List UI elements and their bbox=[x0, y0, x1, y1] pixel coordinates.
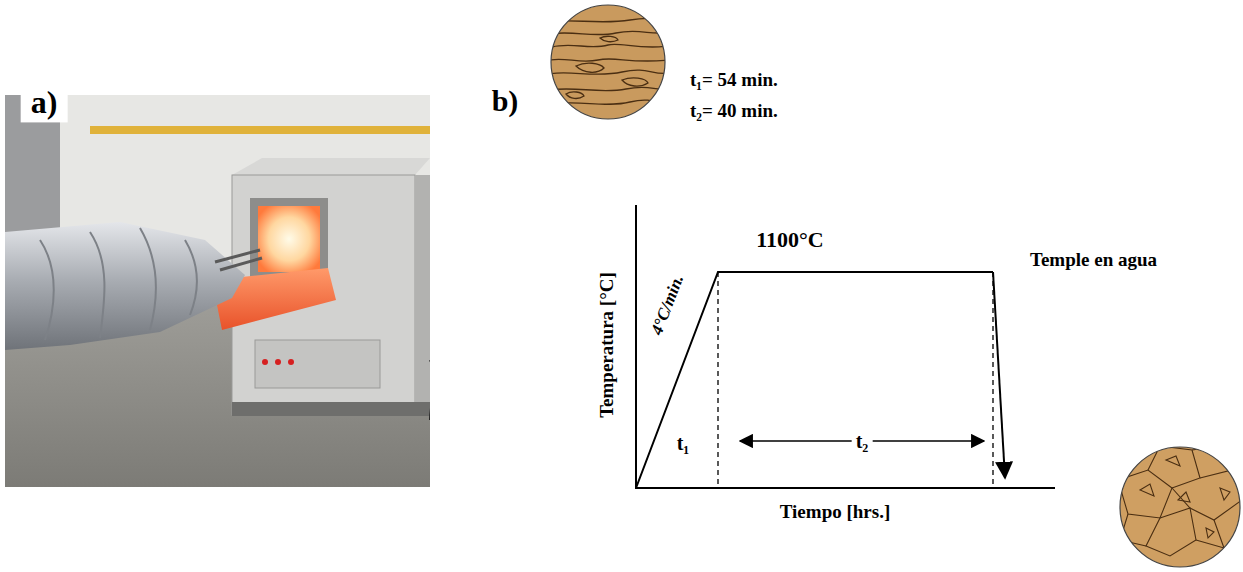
grain-boundaries bbox=[1120, 514, 1146, 546]
furnace-photo bbox=[5, 95, 430, 487]
time-symbol: t₁ bbox=[677, 432, 690, 454]
micrograph-rim bbox=[551, 5, 665, 119]
quench-label: Temple en agua bbox=[1030, 250, 1157, 271]
grain-boundaries bbox=[1196, 520, 1224, 548]
grain-boundaries bbox=[1140, 484, 1154, 496]
time-note: t₁= 54 min. bbox=[690, 70, 778, 91]
grain-boundaries bbox=[552, 44, 668, 47]
grain-boundaries bbox=[566, 92, 584, 99]
micrograph-laminar bbox=[548, 5, 670, 119]
furnace-chamber bbox=[258, 206, 320, 272]
grain-boundaries bbox=[1118, 446, 1242, 556]
grain-boundaries bbox=[576, 63, 604, 72]
grain-boundaries bbox=[548, 18, 670, 104]
time-note: t₂= 40 min. bbox=[690, 101, 778, 122]
grain-boundaries bbox=[1166, 456, 1180, 466]
micrograph-ground bbox=[1120, 447, 1240, 567]
tongs bbox=[215, 250, 262, 270]
furnace-side bbox=[415, 175, 430, 415]
grain-boundaries bbox=[548, 18, 670, 22]
quench-arrow bbox=[993, 272, 1005, 478]
panel-letter: b) bbox=[492, 84, 519, 117]
control-panel bbox=[255, 340, 380, 388]
axis-title: Temperatura [°C] bbox=[597, 272, 618, 418]
indicator bbox=[275, 359, 281, 365]
grain-boundaries bbox=[1220, 488, 1230, 500]
grain-boundaries bbox=[600, 36, 618, 41]
grain-boundaries bbox=[1206, 528, 1214, 538]
furnace-top bbox=[232, 158, 430, 175]
grain-boundaries bbox=[1118, 470, 1172, 518]
cycle-curve bbox=[636, 272, 993, 488]
y-axis bbox=[635, 205, 637, 489]
glove-arm bbox=[5, 222, 245, 350]
thermal-cycle bbox=[635, 205, 1055, 489]
grain-boundaries bbox=[550, 87, 670, 90]
indicator bbox=[262, 359, 268, 365]
axis-title: Tiempo [hrs.] bbox=[780, 502, 890, 523]
rate-label: 4°C/min. bbox=[648, 272, 688, 338]
grain-boundaries bbox=[548, 31, 670, 34]
grain-boundaries bbox=[550, 59, 668, 61]
grain-boundaries bbox=[1178, 492, 1190, 502]
time-symbol: t₂ bbox=[852, 430, 873, 452]
micrograph-equiaxed bbox=[1118, 446, 1242, 567]
grain-boundaries bbox=[622, 78, 648, 86]
furnace-frame bbox=[250, 198, 328, 278]
indicator bbox=[288, 359, 294, 365]
micrograph-rim bbox=[1120, 447, 1240, 567]
furnace-base bbox=[232, 402, 430, 416]
x-axis bbox=[635, 487, 1055, 489]
gas-pipe bbox=[90, 126, 430, 134]
dashed-guide bbox=[992, 272, 993, 488]
temperature-label: 1100°C bbox=[756, 228, 823, 252]
grain-boundaries bbox=[1172, 470, 1242, 520]
wall bbox=[5, 95, 430, 487]
grain-boundaries bbox=[1146, 508, 1196, 556]
glove-folds bbox=[40, 228, 197, 340]
panel-letter: a) bbox=[21, 83, 68, 122]
grain-boundaries bbox=[548, 70, 670, 74]
dashed-guide bbox=[717, 272, 718, 488]
